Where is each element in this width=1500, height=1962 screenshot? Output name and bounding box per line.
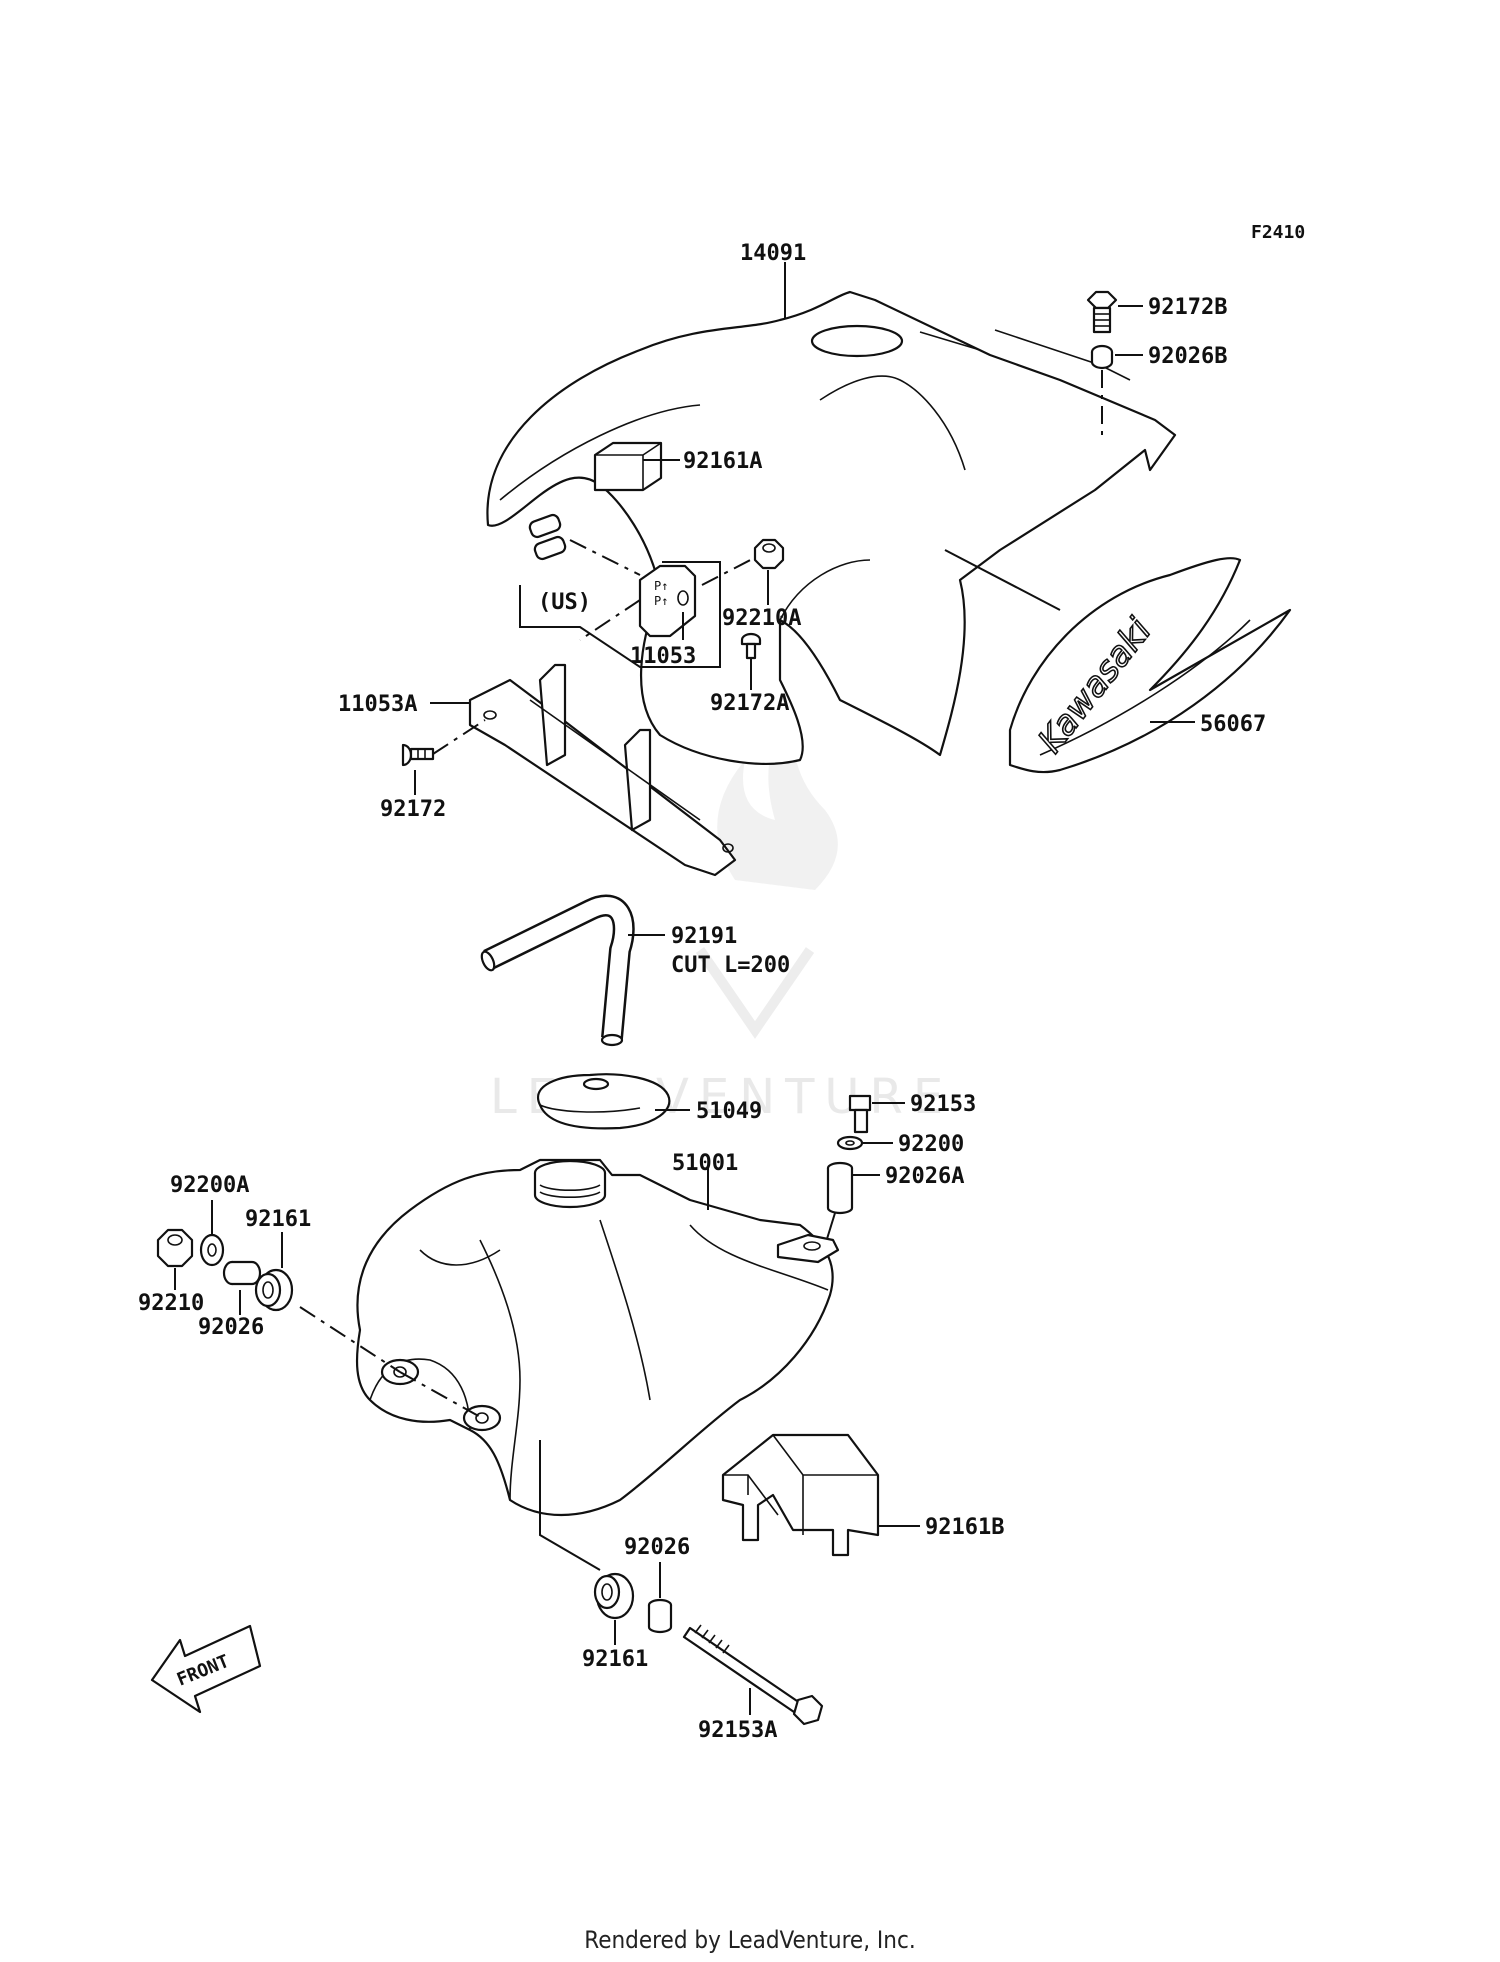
figure-code: F2410	[1251, 222, 1305, 243]
bolt-92172B	[1086, 290, 1118, 334]
fuel-cap-51049	[537, 1073, 671, 1130]
label-92161-bottom: 92161	[582, 1647, 648, 1672]
label-11053A: 11053A	[338, 692, 417, 717]
label-92026: 92026	[198, 1315, 264, 1340]
bolt-92153A	[682, 1624, 824, 1726]
nut-92210A	[753, 538, 785, 570]
label-92161: 92161	[245, 1207, 311, 1232]
label-92191: 92191	[671, 924, 737, 949]
grommet-92161-left	[254, 1268, 294, 1312]
label-92200A: 92200A	[170, 1173, 249, 1198]
footer-credit: Rendered by LeadVenture, Inc.	[584, 1926, 916, 1954]
fender-14091	[486, 290, 1177, 765]
fender-grommets	[528, 513, 567, 561]
collar-92026A	[826, 1161, 854, 1215]
label-92210A: 92210A	[722, 606, 801, 631]
decal-56067: Kawasaki	[1008, 557, 1292, 774]
screw-92172A	[740, 632, 762, 660]
label-51001: 51001	[672, 1151, 738, 1176]
label-92172B: 92172B	[1148, 295, 1227, 320]
label-92026B: 92026B	[1148, 344, 1227, 369]
collar-92026-bottom	[647, 1598, 673, 1634]
collar-92026B	[1090, 344, 1114, 370]
washer-92200	[836, 1135, 864, 1151]
region-label-us: (US)	[538, 590, 591, 615]
label-56067: 56067	[1200, 712, 1266, 737]
label-92153A: 92153A	[698, 1718, 777, 1743]
label-92172A: 92172A	[710, 691, 789, 716]
pad-92161A	[593, 441, 663, 492]
label-92172: 92172	[380, 797, 446, 822]
label-92161A: 92161A	[683, 449, 762, 474]
front-direction-arrow: FRONT	[150, 1624, 262, 1714]
label-51049: 51049	[696, 1099, 762, 1124]
svg-text:P↑: P↑	[654, 579, 668, 593]
label-92210: 92210	[138, 1291, 204, 1316]
cushion-92161B	[721, 1433, 880, 1557]
nut-92210	[156, 1228, 194, 1268]
fuel-tank-51001	[355, 1158, 840, 1516]
label-14091: 14091	[740, 241, 806, 266]
label-92026A: 92026A	[885, 1164, 964, 1189]
hose-92191	[480, 894, 635, 1047]
grommet-92161-bottom	[593, 1572, 635, 1620]
label-11053: 11053	[630, 644, 696, 669]
washer-92200A	[199, 1233, 225, 1267]
note-cut-length: CUT L=200	[671, 953, 790, 978]
svg-text:P↑: P↑	[654, 594, 668, 608]
label-92161B: 92161B	[925, 1515, 1004, 1540]
label-92200: 92200	[898, 1132, 964, 1157]
label-92026-bottom: 92026	[624, 1535, 690, 1560]
screw-92172	[401, 743, 435, 767]
bracket-11053A	[468, 663, 737, 877]
bolt-92153	[848, 1094, 872, 1134]
bracket-11053: P↑ P↑	[638, 564, 697, 638]
collar-92026-left	[222, 1260, 262, 1286]
label-92153: 92153	[910, 1092, 976, 1117]
